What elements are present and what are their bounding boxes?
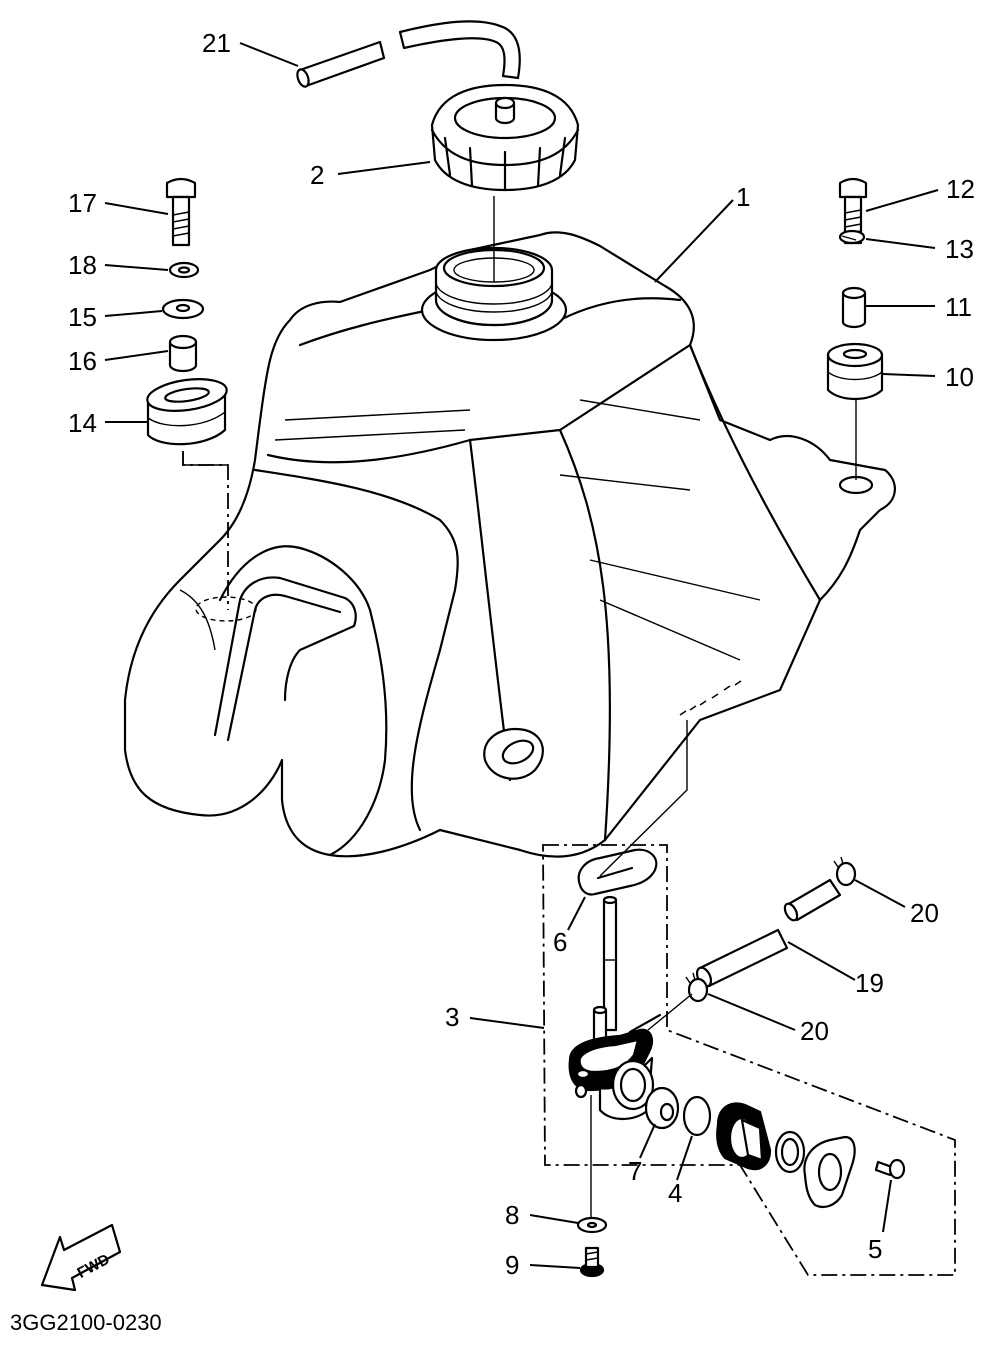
bolt-17 bbox=[165, 177, 197, 247]
label-part-11: 11 bbox=[945, 292, 972, 322]
fuel-cock-assembly bbox=[568, 848, 906, 1209]
label-part-12: 12 bbox=[946, 174, 975, 204]
label-part-7: 7 bbox=[628, 1156, 642, 1186]
fuel-tank bbox=[123, 231, 896, 858]
label-part-4: 4 bbox=[668, 1178, 682, 1208]
assembly-lines bbox=[182, 196, 956, 1276]
collar-16 bbox=[168, 334, 198, 373]
label-part-20-lower: 20 bbox=[800, 1016, 829, 1046]
label-part-18: 18 bbox=[68, 250, 97, 280]
label-part-21: 21 bbox=[202, 28, 231, 58]
screw-9 bbox=[579, 1246, 605, 1278]
label-part-3: 3 bbox=[445, 1002, 459, 1032]
collar-15 bbox=[161, 298, 205, 320]
washer-18 bbox=[168, 261, 200, 279]
hose-clip-20-lower bbox=[685, 972, 709, 1003]
label-part-15: 15 bbox=[68, 302, 97, 332]
washer-8 bbox=[576, 1216, 608, 1234]
label-part-6: 6 bbox=[553, 927, 567, 957]
label-part-5: 5 bbox=[868, 1234, 882, 1264]
hose-clip-20-upper bbox=[833, 856, 857, 887]
leader-lines bbox=[104, 42, 939, 1269]
forward-direction-arrow: FWD bbox=[40, 1223, 122, 1292]
label-part-14: 14 bbox=[68, 408, 97, 438]
label-part-9: 9 bbox=[505, 1250, 519, 1280]
diagram-code: 3GG2100-0230 bbox=[10, 1310, 162, 1335]
label-part-19: 19 bbox=[855, 968, 884, 998]
label-part-20-upper: 20 bbox=[910, 898, 939, 928]
part-labels: 21 2 1 17 18 15 16 14 12 13 11 10 3 6 7 … bbox=[68, 28, 975, 1280]
damper-10 bbox=[826, 342, 884, 401]
label-part-8: 8 bbox=[505, 1200, 519, 1230]
fuel-hose-19 bbox=[695, 878, 842, 988]
label-part-1: 1 bbox=[736, 182, 750, 212]
collar-11 bbox=[841, 286, 867, 329]
breather-hose bbox=[296, 20, 521, 88]
fuel-cap bbox=[430, 83, 580, 192]
label-part-13: 13 bbox=[945, 234, 974, 264]
label-part-17: 17 bbox=[68, 188, 97, 218]
label-part-16: 16 bbox=[68, 346, 97, 376]
label-part-10: 10 bbox=[945, 362, 974, 392]
label-part-2: 2 bbox=[310, 160, 324, 190]
damper-14 bbox=[146, 378, 228, 446]
washer-13 bbox=[838, 229, 866, 245]
